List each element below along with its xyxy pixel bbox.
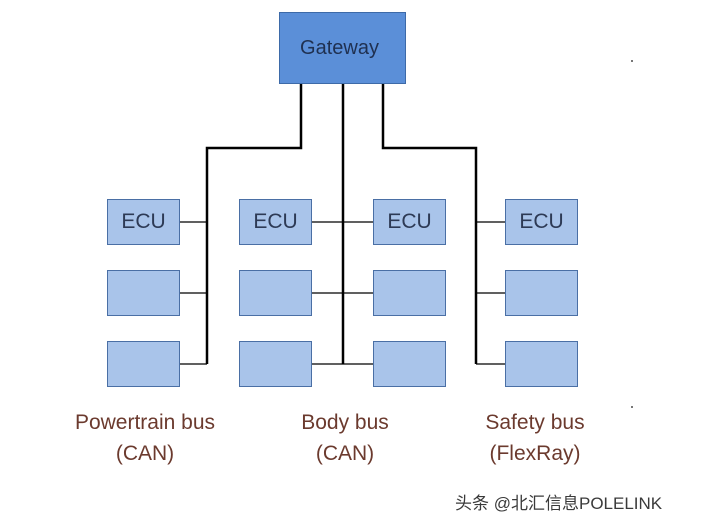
powertrain-ecu-2 (107, 270, 180, 316)
bus-label-line2: (CAN) (115, 442, 175, 465)
body-ecu-left-1: ECU (239, 199, 312, 245)
body-ecu-right-3 (373, 341, 446, 387)
safety-ecu-3 (505, 341, 578, 387)
ecu-label: ECU (253, 210, 298, 233)
bus-label-line2: (FlexRay) (489, 442, 581, 465)
body-ecu-right-2 (373, 270, 446, 316)
ecu-label: ECU (387, 210, 432, 233)
gateway-to-safety-line (381, 84, 478, 364)
safety-bus-label: Safety bus (FlexRay) (435, 407, 635, 469)
speck-mark (631, 406, 633, 408)
ecu-label: ECU (519, 210, 564, 233)
body-ecu-right-1: ECU (373, 199, 446, 245)
bus-label-line2: (CAN) (315, 442, 375, 465)
gateway-label: Gateway (300, 36, 379, 59)
gateway-box: Gateway (279, 12, 406, 84)
powertrain-bus-label: Powertrain bus (CAN) (45, 407, 245, 469)
safety-ecu-1: ECU (505, 199, 578, 245)
speck-mark (631, 60, 633, 62)
body-bus-label: Body bus (CAN) (245, 407, 445, 469)
body-ecu-left-2 (239, 270, 312, 316)
safety-ecu-2 (505, 270, 578, 316)
ecu-label: ECU (121, 210, 166, 233)
powertrain-ecu-3 (107, 341, 180, 387)
bus-label-line1: Safety bus (485, 411, 585, 434)
body-ecu-left-3 (239, 341, 312, 387)
watermark: 头条 @北汇信息POLELINK (455, 494, 663, 513)
powertrain-ecu-1: ECU (107, 199, 180, 245)
bus-label-line1: Body bus (301, 411, 389, 434)
gateway-to-powertrain-line (205, 84, 303, 364)
bus-label-line1: Powertrain bus (74, 411, 216, 434)
